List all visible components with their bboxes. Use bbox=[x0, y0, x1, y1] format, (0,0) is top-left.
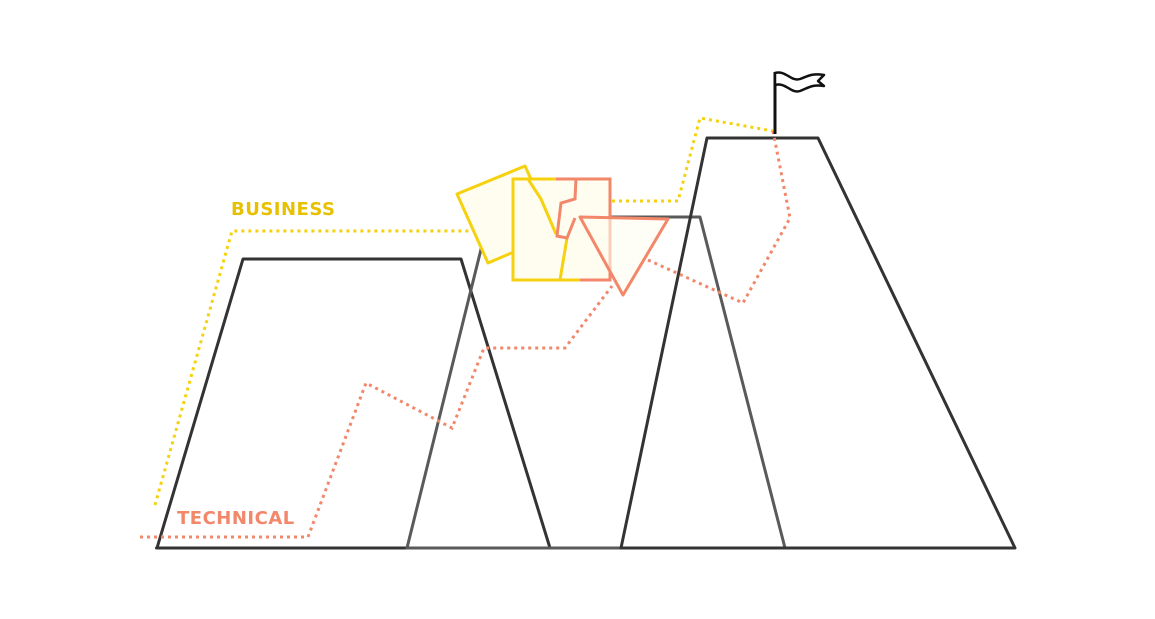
technical-path-left bbox=[140, 285, 614, 539]
business-label: BUSINESS bbox=[231, 199, 335, 220]
flag-icon bbox=[773, 71, 826, 134]
business-path-left bbox=[153, 229, 470, 506]
puzzle-crack-yellow-2 bbox=[558, 237, 569, 281]
technical-label: TECHNICAL bbox=[177, 508, 295, 529]
technical-path-right bbox=[647, 130, 792, 305]
business-path-right bbox=[612, 116, 774, 203]
puzzle-crack-yellow bbox=[526, 178, 558, 235]
puzzle-pieces-icon bbox=[455, 164, 670, 297]
puzzle-crack-orange bbox=[555, 178, 578, 240]
puzzle-piece-triangle bbox=[578, 215, 670, 297]
mountain-right bbox=[619, 136, 1017, 550]
mountain-left bbox=[155, 257, 552, 550]
flag-cloth bbox=[773, 71, 826, 93]
